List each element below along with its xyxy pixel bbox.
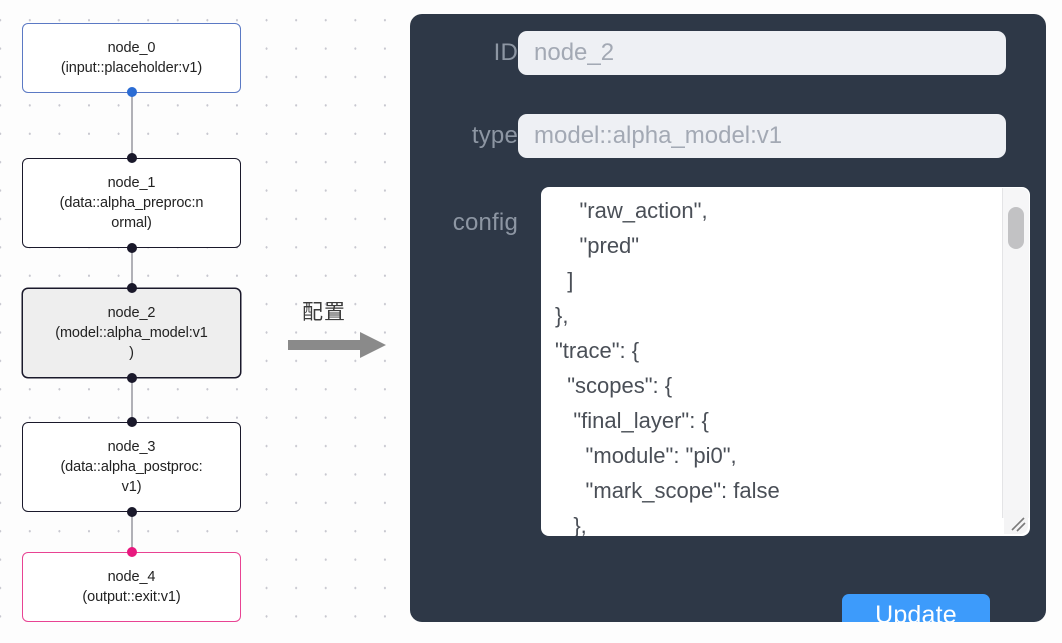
arrow-right-icon: [288, 332, 388, 363]
graph-node-node_1[interactable]: node_1 (data::alpha_preproc:n ormal): [22, 158, 241, 248]
edge-node2-node3: [131, 376, 133, 426]
node-handle-source-node_0[interactable]: [127, 87, 137, 97]
node-handle-target-node_4[interactable]: [127, 547, 137, 557]
id-field-label: ID: [493, 39, 518, 66]
node-label: node_1 (data::alpha_preproc:n ormal): [59, 175, 204, 231]
node-label: node_3 (data::alpha_postproc: v1): [60, 439, 203, 495]
config-scrollbar[interactable]: [1002, 188, 1029, 518]
update-button[interactable]: Update: [842, 594, 990, 622]
node-handle-target-node_1[interactable]: [127, 153, 137, 163]
type-field-label: type: [471, 122, 518, 149]
node-label: node_2 (model::alpha_model:v1 ): [55, 305, 208, 361]
node-handle-source-node_2[interactable]: [127, 373, 137, 383]
annotation-group: 配置: [288, 296, 398, 366]
field-row-id: ID: [432, 31, 1032, 75]
edge-node0-node1: [131, 92, 133, 162]
type-input[interactable]: [518, 114, 1006, 158]
field-row-config: config "raw_action", "pred" ] }, "trace"…: [432, 187, 1032, 549]
graph-node-node_2[interactable]: node_2 (model::alpha_model:v1 ): [22, 288, 241, 378]
node-label: node_0 (input::placeholder:v1): [60, 40, 203, 76]
config-field-label: config: [452, 209, 518, 236]
graph-node-node_0[interactable]: node_0 (input::placeholder:v1): [22, 23, 241, 93]
node-inspector-panel: ID type config "raw_action", "pred" ] },…: [410, 14, 1046, 622]
node-handle-source-node_3[interactable]: [127, 507, 137, 517]
resize-handle-icon[interactable]: [1004, 510, 1028, 534]
id-input[interactable]: [518, 31, 1006, 75]
config-textarea[interactable]: "raw_action", "pred" ] }, "trace": { "sc…: [541, 187, 1030, 536]
edge-node1-node2: [131, 246, 133, 292]
edge-node3-node4: [131, 510, 133, 556]
graph-node-node_4[interactable]: node_4 (output::exit:v1): [22, 552, 241, 622]
config-scrollbar-thumb[interactable]: [1008, 207, 1024, 249]
graph-node-node_3[interactable]: node_3 (data::alpha_postproc: v1): [22, 422, 241, 512]
node-handle-target-node_3[interactable]: [127, 417, 137, 427]
node-label: node_4 (output::exit:v1): [82, 569, 181, 605]
field-row-type: type: [432, 114, 1032, 158]
node-handle-source-node_1[interactable]: [127, 243, 137, 253]
node-handle-target-node_2[interactable]: [127, 283, 137, 293]
annotation-label: 配置: [302, 300, 346, 324]
config-editor: "raw_action", "pred" ] }, "trace": { "sc…: [541, 187, 1030, 536]
